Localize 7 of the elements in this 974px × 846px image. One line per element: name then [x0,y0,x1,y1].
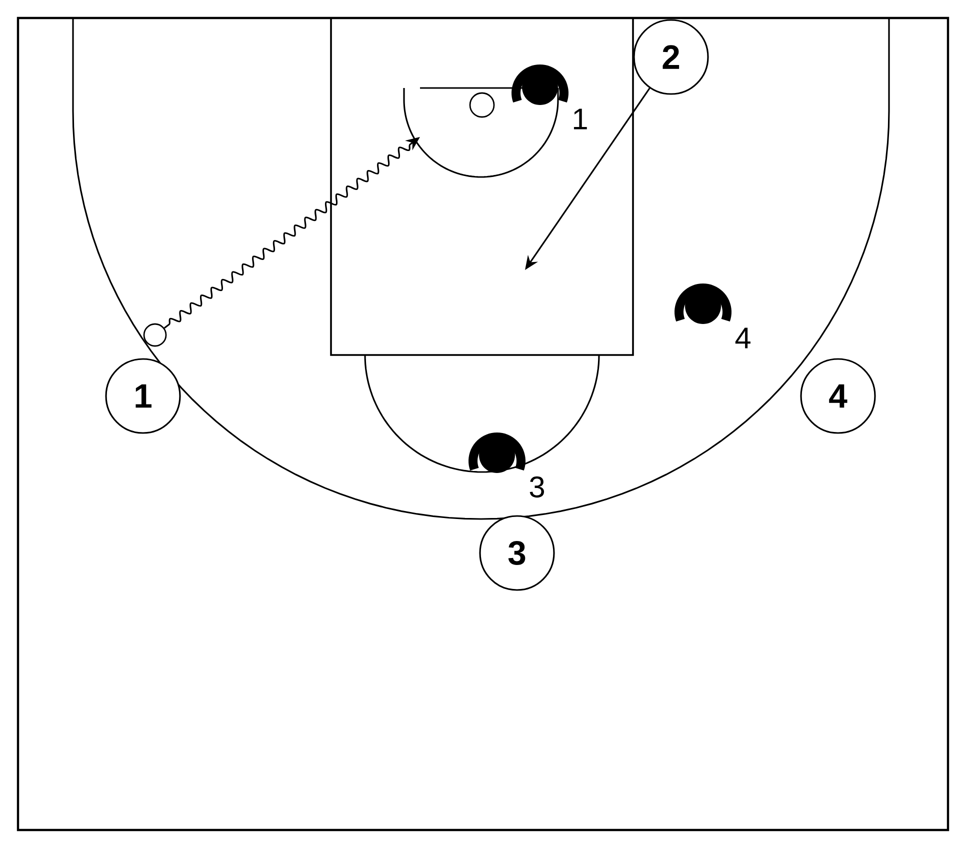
defender-number: 4 [735,328,750,348]
defender-number: 1 [574,108,587,130]
defender-icon [512,64,568,105]
defender-icon [468,432,526,473]
defender-number: 3 [530,476,544,498]
ball [143,323,167,347]
defender-icon [674,284,732,324]
